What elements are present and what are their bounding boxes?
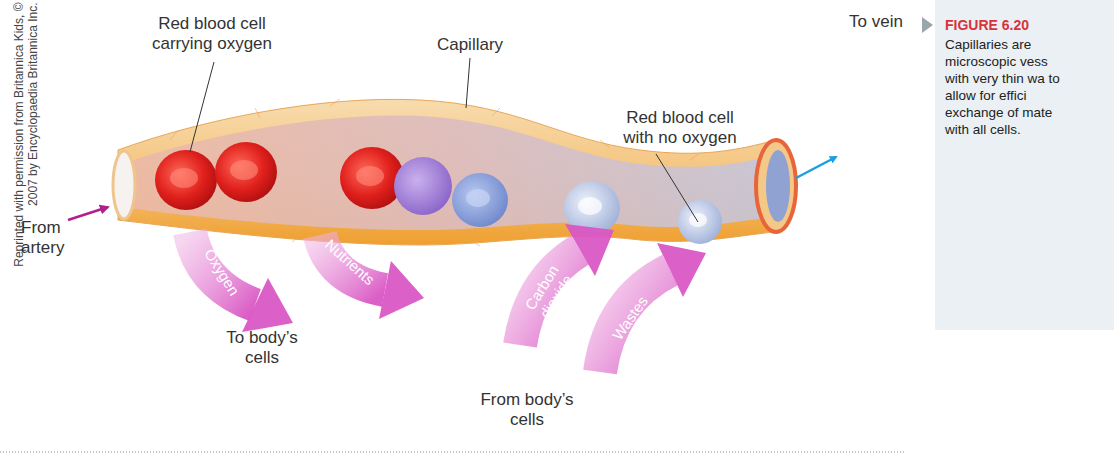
wall-cell-line <box>190 222 690 246</box>
red-blood-cells <box>155 142 722 244</box>
cell-dimple <box>689 213 707 227</box>
deoxygenating-cell <box>394 157 452 215</box>
figure-number: FIGURE 6.20 <box>945 17 1029 33</box>
figure-caption: Capillaries are microscopic vess with ve… <box>945 36 1070 138</box>
leader-line <box>190 62 214 152</box>
artery-opening <box>113 151 135 219</box>
oxygenated-cell <box>155 150 217 210</box>
leader-line <box>466 58 470 108</box>
oxygen-arrow-head <box>242 278 293 332</box>
cell-dimple <box>170 168 198 188</box>
flow-arrow <box>796 157 836 178</box>
capillary-wall <box>118 99 775 245</box>
deoxygenated-cell <box>678 200 722 244</box>
callout-label: Red blood cell with no oxygen <box>610 108 750 147</box>
flow-arrow <box>68 207 108 220</box>
rule-line <box>0 452 905 453</box>
direction-label: To body’s cells <box>217 328 307 367</box>
exchange-arrows <box>190 224 706 372</box>
direction-label: From body’s cells <box>472 390 582 429</box>
wall-cell-lines <box>170 99 700 246</box>
deoxygenated-cell <box>452 173 508 227</box>
caption-panel <box>935 0 1114 330</box>
vein-opening-inner <box>766 150 790 222</box>
oxygenated-cell <box>340 147 404 209</box>
leader-line <box>656 154 698 222</box>
oxygenated-cell <box>215 142 277 202</box>
wastes-arrow <box>600 270 670 372</box>
flow-label: From artery <box>21 218 91 257</box>
carbon-dioxide-arrow-head <box>565 224 614 276</box>
nutrients-arrow-head <box>379 261 424 319</box>
callout-label: Red blood cell carrying oxygen <box>142 14 282 53</box>
cell-dimple <box>356 166 384 186</box>
cell-dimple <box>578 197 602 215</box>
wastes-arrow-head <box>657 243 706 297</box>
cell-dimple <box>230 160 258 180</box>
vein-opening <box>756 140 796 232</box>
caption-marker <box>922 17 933 33</box>
flow-label: To vein <box>831 12 921 32</box>
callout-label: Capillary <box>420 35 520 55</box>
cell-dimple <box>466 189 490 207</box>
